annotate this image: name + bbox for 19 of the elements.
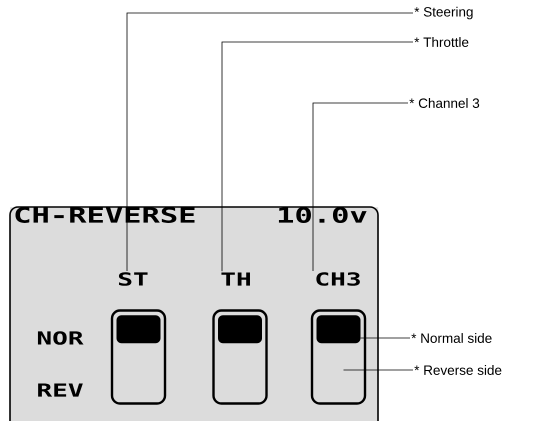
channel-label: CH3 bbox=[316, 272, 360, 286]
channel-label: TH bbox=[221, 272, 250, 286]
callout-text: * Channel 3 bbox=[409, 98, 480, 108]
row-label: REV bbox=[38, 383, 83, 397]
callout-text: * Reverse side bbox=[414, 365, 502, 375]
callout-text: * Throttle bbox=[414, 37, 468, 47]
leader-line bbox=[222, 42, 414, 272]
leader-line bbox=[312, 102, 408, 272]
leader-line bbox=[126, 12, 414, 272]
switch-knob bbox=[316, 315, 360, 344]
channel-label: ST bbox=[118, 272, 148, 286]
switch-slot bbox=[212, 309, 268, 405]
switch-slot bbox=[110, 309, 166, 405]
switch-knob bbox=[218, 315, 262, 344]
switch-slot bbox=[310, 309, 366, 405]
callout-text: * Steering bbox=[414, 6, 473, 20]
switch-knob bbox=[116, 315, 160, 344]
callout-text: * Normal side bbox=[411, 333, 492, 343]
row-label: NOR bbox=[38, 331, 84, 345]
